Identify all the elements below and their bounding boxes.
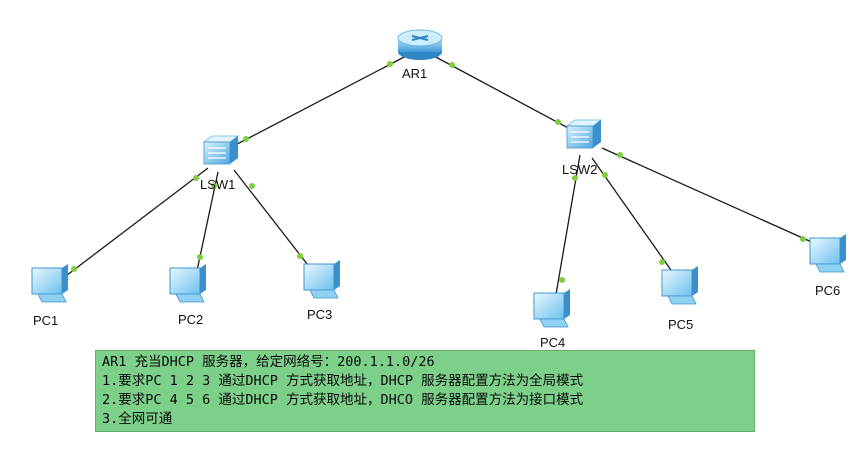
task-line: 2.要求PC 4 5 6 通过DHCP 方式获取地址，DHCO 服务器配置方法为… [102, 392, 584, 408]
port-dot [71, 266, 77, 272]
port-dot [243, 136, 249, 142]
switch-label: LSW1 [200, 177, 236, 192]
pc-label: PC6 [815, 283, 841, 298]
pc-label: PC5 [668, 317, 694, 332]
router-icon[interactable] [397, 29, 443, 60]
port-dot [249, 183, 255, 189]
task-line: AR1 充当DHCP 服务器，给定网络号：200.1.1.0/26 [102, 354, 435, 370]
pc-label: PC3 [307, 307, 333, 322]
link-lsw1-pc2 [194, 171, 219, 281]
pc-label: PC2 [178, 312, 204, 327]
link-ar1-lsw2 [431, 54, 586, 138]
port-dot [555, 119, 561, 125]
pc-icon[interactable] [533, 289, 570, 328]
pc-label: PC1 [33, 313, 59, 328]
port-dot [297, 253, 303, 259]
port-dot [572, 175, 578, 181]
pc-icon[interactable] [661, 266, 698, 305]
pc-icon[interactable] [303, 260, 340, 299]
port-dot [387, 61, 393, 67]
link-lsw1-pc1 [57, 167, 209, 283]
pc-label: PC4 [540, 335, 566, 350]
task-line: 3.全网可通 [102, 411, 173, 427]
link-lsw1-pc3 [233, 169, 319, 279]
pc-icon[interactable] [31, 264, 68, 303]
port-dot [800, 236, 806, 242]
port-dot [559, 277, 565, 283]
link-ar1-lsw1 [221, 54, 409, 153]
pc-icon[interactable] [169, 264, 206, 303]
switch-label: LSW2 [562, 162, 598, 177]
port-dot [617, 152, 623, 158]
task-line: 1.要求PC 1 2 3 通过DHCP 方式获取地址，DHCP 服务器配置方法为… [102, 373, 584, 389]
pc-icon[interactable] [809, 234, 846, 273]
switch-icon[interactable] [565, 119, 603, 149]
port-dot [449, 62, 455, 68]
port-dot [197, 254, 203, 260]
port-dot [211, 183, 217, 189]
port-dot [602, 172, 608, 178]
router-label: AR1 [402, 66, 428, 81]
port-dot [193, 175, 199, 181]
link-lsw2-pc6 [601, 147, 826, 249]
switch-icon[interactable] [202, 135, 240, 165]
port-dot [659, 259, 665, 265]
task-requirements-box: AR1 充当DHCP 服务器，给定网络号：200.1.1.0/26 1.要求PC… [95, 350, 755, 432]
